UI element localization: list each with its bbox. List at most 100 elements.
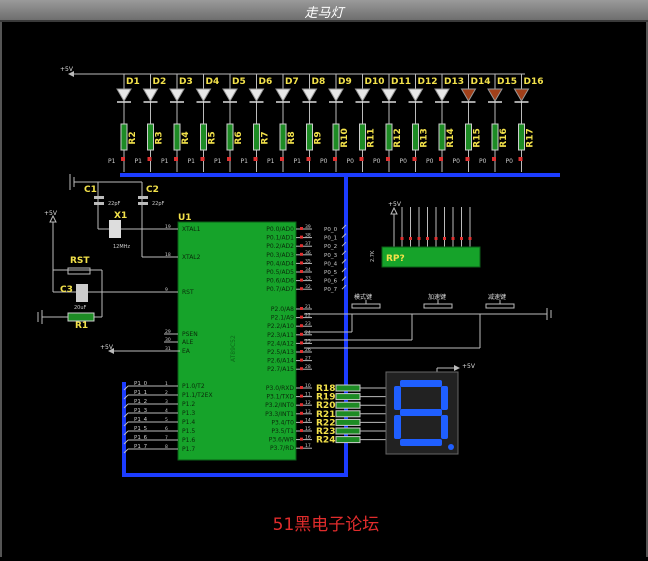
bus-label: P0_7 [324, 287, 338, 293]
mcu-pin-number: 5 [165, 417, 168, 423]
mcu-pin-label: P2.6/A14 [267, 358, 294, 365]
led-12: D12 [407, 74, 438, 172]
rst-label: RST [70, 256, 90, 266]
port-label: P1 [267, 158, 275, 165]
mcu-pin-number: 36 [305, 250, 311, 256]
port-label: P1 [161, 158, 169, 165]
c1-label: C1 [84, 185, 97, 195]
led-1: D1 [116, 74, 140, 172]
rp-value: 2.7K [370, 250, 376, 262]
mcu-pin-label: P1.1/T2EX [182, 392, 213, 399]
mcu-chip[interactable]: U1 AT89C52 XTAL119XTAL218RST9PSEN29ALE30… [164, 213, 312, 461]
window-title: 走马灯 [304, 6, 344, 21]
reset-circuit: +5V RST C3 20uF R1 [37, 210, 180, 331]
mcu-pin-number: 14 [305, 417, 311, 423]
led-label: D5 [232, 77, 246, 87]
port-label: P1 [135, 158, 143, 165]
mcu-pin-label: P0.0/AD0 [266, 226, 294, 233]
led-label: D12 [418, 77, 438, 87]
led-14: D14 [460, 74, 491, 172]
resistor-R3: R3 [147, 123, 165, 151]
mcu-pin-label: P1.3 [182, 410, 195, 417]
port-label: P1 [241, 158, 249, 165]
mcu-pin-number: 18 [165, 252, 171, 258]
down-button[interactable]: 减速键 [485, 293, 515, 309]
mcu-pin-number: 25 [305, 338, 311, 344]
resistor-R8: R8 [279, 123, 297, 151]
mcu-pin-number: 26 [305, 347, 311, 353]
bus-label: P1_2 [134, 399, 147, 405]
resistor-label: R6 [234, 131, 244, 144]
seven-segment-display[interactable]: +5V [385, 363, 476, 455]
resistor-R15: R15 [465, 123, 483, 151]
mcu-pin-number: 13 [305, 409, 311, 415]
mcu-pin-label: P2.4/A12 [267, 340, 294, 347]
mcu-pin-label: P0.1/AD1 [266, 235, 294, 242]
mcu-pin-number: 27 [305, 356, 311, 362]
mcu-pin-label: P3.0/RXD [266, 385, 294, 392]
mcu-pin-label: P3.7/RD [270, 445, 294, 452]
resistor-label: R2 [128, 131, 138, 144]
mcu-pin-number: 29 [165, 329, 171, 335]
mcu-pin-number: 24 [305, 330, 311, 336]
seg-resistor-label: R20 [316, 401, 335, 411]
mcu-pin-label: P1.5 [182, 428, 195, 435]
mcu-pin-number: 7 [165, 435, 168, 441]
led-label: D1 [126, 77, 140, 87]
led-label: D15 [497, 77, 517, 87]
mcu-pin-label: P1.4 [182, 419, 195, 426]
mcu-pin-number: 6 [165, 426, 168, 432]
led-8: D8 [301, 74, 326, 172]
mcu-pin-number: 4 [165, 408, 168, 414]
seg-resistor-label: R19 [316, 393, 335, 403]
mode-button[interactable]: 模式键 [351, 293, 381, 309]
resistor-label: R10 [340, 128, 350, 147]
digit-segments [394, 380, 454, 450]
mcu-pin-number: 9 [165, 287, 168, 293]
port-label: P1 [188, 158, 196, 165]
led-label: D14 [471, 77, 491, 87]
led-13: D13 [434, 74, 464, 172]
mcu-pin-label: P3.1/TXD [266, 394, 294, 401]
mcu-pin-label: P2.2/A10 [267, 323, 294, 330]
mcu-pin-label: RST [182, 289, 194, 296]
resistor-R6: R6 [226, 123, 244, 151]
led-9: D9 [328, 74, 352, 172]
led-label: D10 [365, 77, 385, 87]
port-label: P1 [108, 158, 116, 165]
mcu-pin-number: 21 [305, 304, 311, 310]
rp-ref: RP? [386, 254, 405, 264]
port-label: P0 [347, 158, 355, 165]
up-button[interactable]: 加速键 [423, 293, 453, 309]
bus-label: P0_5 [324, 270, 338, 276]
mcu-pin-label: P1.0/T2 [182, 383, 205, 390]
resistor-R5: R5 [200, 123, 218, 151]
mcu-ref: U1 [178, 213, 192, 223]
mcu-pin-label: P3.6/WR [269, 437, 294, 444]
mcu-pin-number: 15 [305, 426, 311, 432]
mcu-pin-number: 38 [305, 233, 311, 239]
mcu-pin-number: 22 [305, 313, 311, 319]
mcu-left-pins: XTAL119XTAL218RST9PSEN29ALE30EA31P1.0/T2… [164, 224, 213, 453]
mcu-pin-number: 17 [305, 443, 311, 449]
resistor-label: R11 [367, 128, 377, 147]
ea-power: +5V [100, 344, 180, 354]
resistor-label: R9 [314, 131, 324, 144]
window-title-bar[interactable]: 走马灯 [0, 0, 648, 22]
mcu-pin-number: 39 [305, 224, 311, 230]
mcu-pin-number: 32 [305, 284, 311, 290]
vcc-ea-label: +5V [100, 344, 114, 351]
seg-resistor-label: R21 [316, 410, 335, 420]
c1-value: 22pF [108, 201, 121, 207]
led-label: D9 [338, 77, 352, 87]
bus-label: P0_1 [324, 236, 337, 242]
mcu-pin-label: P0.5/AD5 [266, 269, 294, 276]
mcu-pin-label: P3.2/INT0 [265, 402, 294, 409]
led-label: D8 [312, 77, 326, 87]
mcu-pin-number: 1 [165, 381, 168, 387]
led-label: D7 [285, 77, 299, 87]
